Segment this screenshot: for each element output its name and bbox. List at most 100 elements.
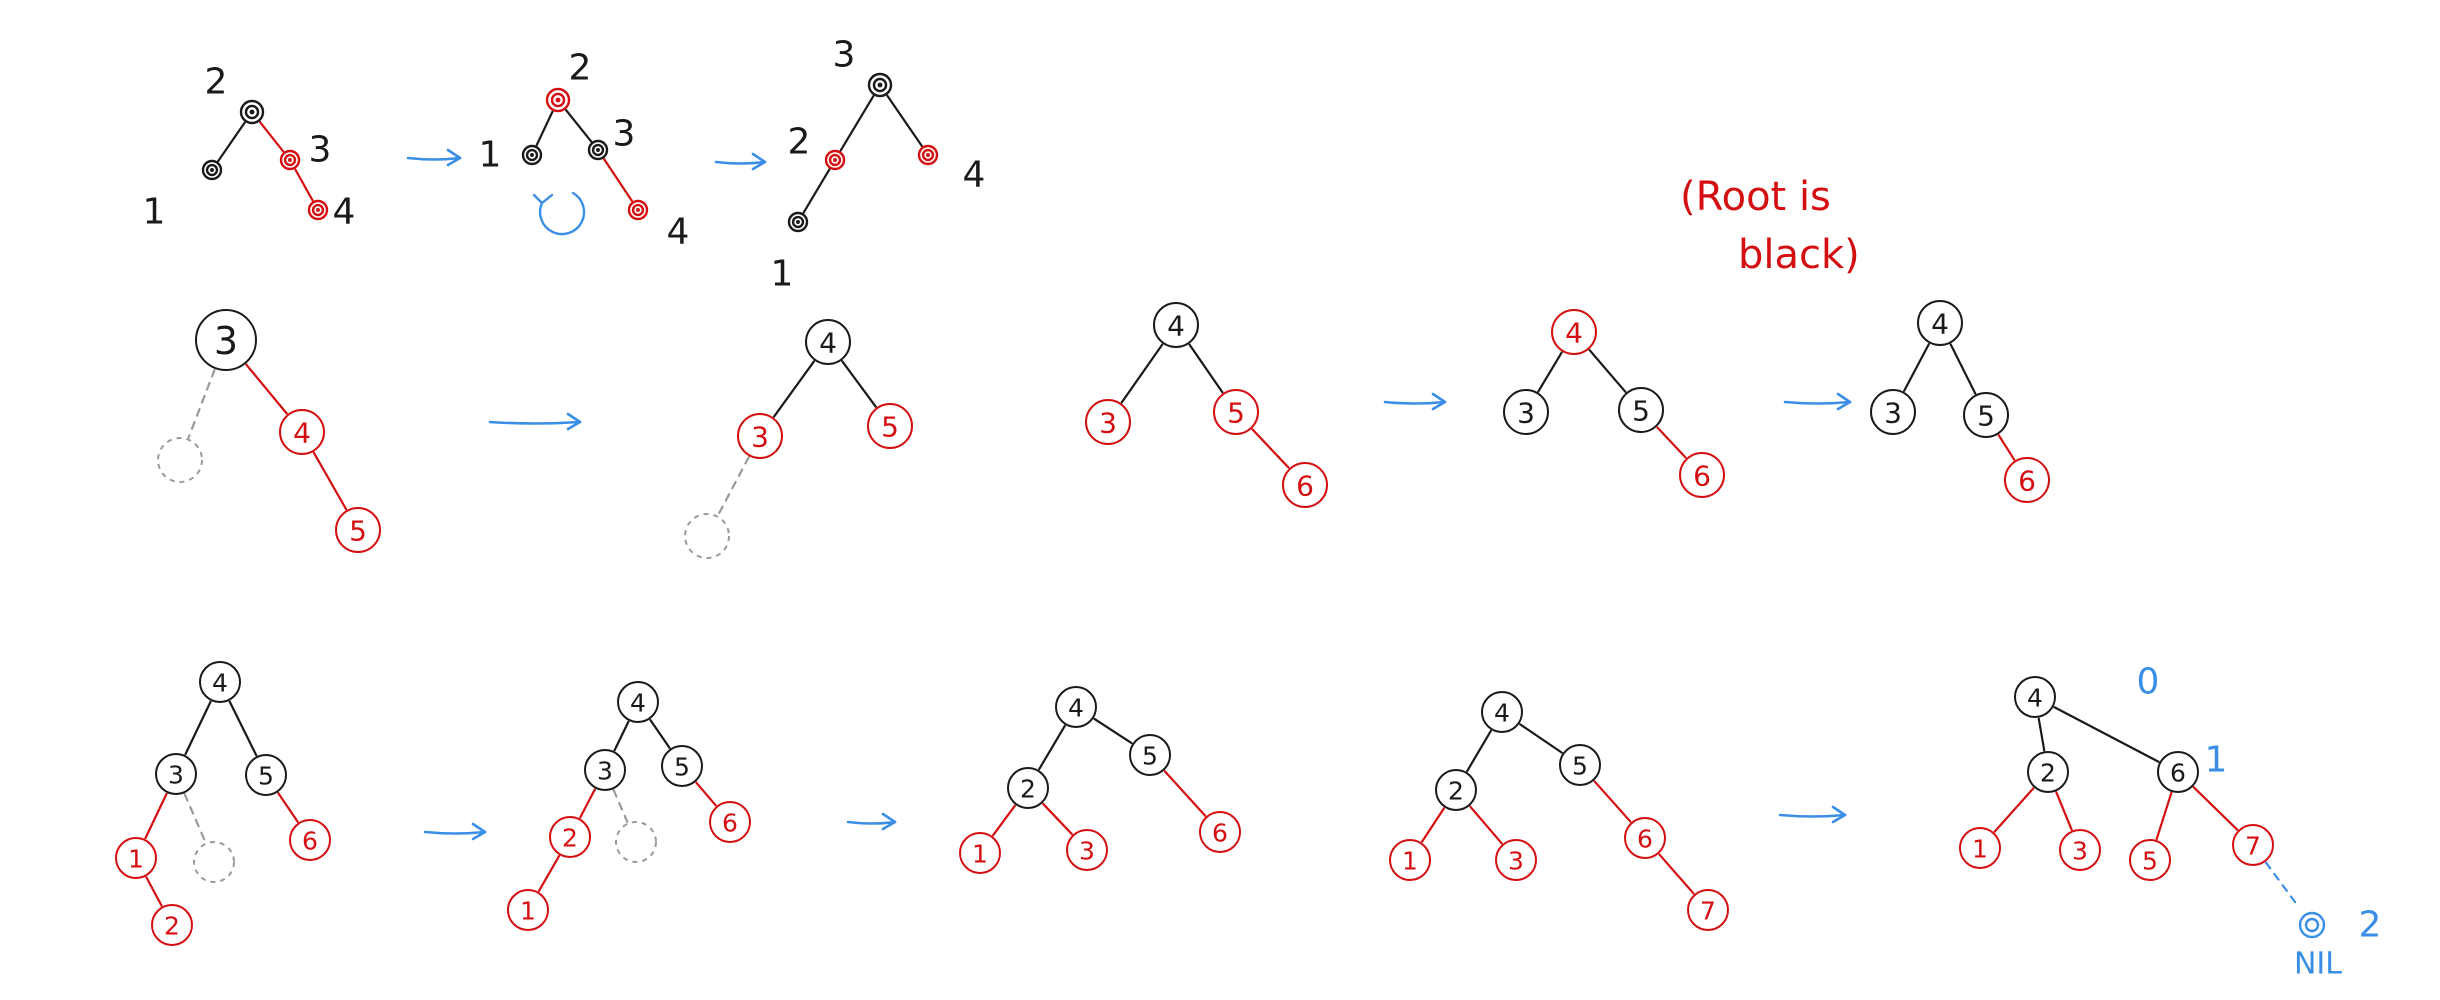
- note-line-1: (Root is: [1680, 174, 1831, 220]
- node-label: 3: [613, 114, 636, 155]
- tree-edge: [1656, 426, 1687, 459]
- tree-stage-r2a: 345: [157, 309, 381, 553]
- tree-node: 6: [2157, 751, 2199, 793]
- tree-edge: [228, 700, 258, 757]
- tree-edge: [1466, 729, 1492, 773]
- tree-edge: [1997, 434, 2016, 461]
- tree-node: [239, 99, 265, 125]
- node-label: 4: [333, 192, 356, 233]
- tree-edge: [1120, 343, 1164, 404]
- tree-edge: [2055, 791, 2073, 831]
- tree-node: [157, 437, 203, 483]
- tree-node: 1: [1389, 839, 1431, 881]
- tree-node: 5: [1559, 744, 1601, 786]
- tree-edge: [1469, 805, 1503, 845]
- transition-arrow: [1778, 805, 1847, 824]
- tree-edge: [1537, 351, 1563, 393]
- transition-arrow: [846, 812, 897, 831]
- tree-node: 3: [1085, 399, 1131, 445]
- tree-edge: [613, 720, 630, 752]
- tree-node: [193, 841, 235, 883]
- node-label: 3: [1099, 407, 1117, 440]
- tree-edge: [1188, 343, 1224, 394]
- node-label: 5: [674, 753, 690, 782]
- node-label: 5: [1977, 400, 1995, 433]
- node-label: 4: [1494, 699, 1510, 728]
- tree-node: 3: [584, 749, 626, 791]
- tree-node: 3: [2059, 829, 2101, 871]
- transition-arrow: [423, 822, 487, 841]
- tree-node: 4: [2014, 676, 2056, 718]
- node-label: 4: [963, 155, 986, 196]
- tree-node: 3: [155, 753, 197, 795]
- node-label: 6: [1296, 470, 1314, 503]
- tree-node: 6: [1679, 452, 1725, 498]
- tree-edge: [537, 854, 561, 893]
- tree-node: [521, 144, 543, 166]
- node-label: 6: [302, 827, 318, 856]
- tree-edge: [144, 792, 168, 840]
- tree-node: 4: [1551, 309, 1597, 355]
- tree-node: 3: [737, 413, 783, 459]
- tree-node: 4: [805, 319, 851, 365]
- tree-edge: [535, 110, 554, 147]
- tree-node: 2: [1435, 769, 1477, 811]
- level-label: 1: [2205, 740, 2228, 781]
- tree-edge: [183, 793, 207, 843]
- tree-edge: [277, 792, 299, 823]
- level-label: 2: [2359, 905, 2382, 946]
- tree-edge: [1042, 802, 1073, 836]
- tree-stage-r2d: 4 3 56: [1503, 309, 1725, 498]
- tree-edge: [1903, 343, 1930, 392]
- transition-arrow: [1783, 392, 1852, 411]
- tree-node: 6: [1282, 462, 1328, 508]
- node-label: 6: [1212, 819, 1228, 848]
- node-label: 1: [1402, 847, 1418, 876]
- tree-node: 2: [151, 904, 193, 946]
- tree-edge: [2155, 791, 2173, 841]
- node-label: 5: [1572, 752, 1588, 781]
- tree-node: 2: [2027, 751, 2069, 793]
- node-label: 7: [1700, 897, 1716, 926]
- tree-edge: [839, 95, 875, 152]
- tree-node: [684, 513, 730, 559]
- tree-node: 2: [549, 816, 591, 858]
- tree-node: 6: [289, 819, 331, 861]
- tree-node: [615, 821, 657, 863]
- tree-node: 3: [1495, 839, 1537, 881]
- node-label: 1: [479, 135, 502, 176]
- node-label: 2: [1020, 775, 1036, 804]
- tree-node: [824, 149, 846, 171]
- node-label: 2: [205, 62, 228, 103]
- tree-node: 1: [959, 832, 1001, 874]
- nil-label: NIL: [2294, 947, 2342, 982]
- tree-node: 5: [867, 403, 913, 449]
- node-label: 1: [1972, 835, 1988, 864]
- tree-node: 5: [661, 745, 703, 787]
- tree-edge: [2192, 786, 2239, 831]
- node-label: 5: [1227, 397, 1245, 430]
- tree-node: 5: [1618, 387, 1664, 433]
- tree-edge: [1949, 343, 1977, 395]
- node-label: 2: [1448, 777, 1464, 806]
- node-label: 3: [597, 757, 613, 786]
- rotation-icon: [532, 191, 586, 236]
- node-label: 4: [1565, 317, 1583, 350]
- node-label: 6: [2018, 465, 2036, 498]
- node-label: 1: [972, 840, 988, 869]
- tree-node: 7: [1687, 889, 1729, 931]
- level-label: 0: [2137, 662, 2160, 703]
- node-label: 1: [520, 897, 536, 926]
- tree-edge: [1519, 723, 1563, 754]
- tree-edge: [649, 719, 671, 749]
- node-label: 3: [1517, 397, 1535, 430]
- tree-edge: [991, 804, 1017, 837]
- tree-node: 1: [115, 837, 157, 879]
- tree-edge: [258, 121, 285, 153]
- node-label: 2: [2040, 759, 2056, 788]
